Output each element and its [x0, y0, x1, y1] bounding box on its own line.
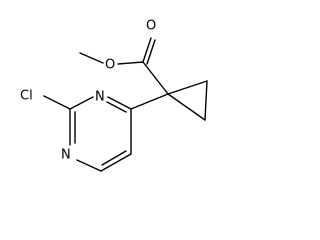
bond-carbonyl-cyclopropyl [142, 61, 169, 95]
bond-c6-c5-inner [101, 150, 127, 166]
chemical-structure: O O Cl N N [20, 19, 208, 172]
chlorine-label: Cl [20, 89, 33, 104]
bond-n3-c2 [69, 96, 94, 110]
carbonyl-oxygen-label: O [146, 19, 156, 34]
bond-cyclopropyl-pyrimidine [130, 93, 169, 110]
bond-cyclopropyl-3 [167, 93, 206, 121]
bond-n1-c6 [76, 159, 102, 172]
bond-c4-n3-inner [106, 101, 127, 113]
bond-carbonyl-double-1 [142, 37, 152, 63]
ester-oxygen-label: O [105, 58, 115, 73]
bond-methyl-oxygen [79, 52, 104, 64]
ring-nitrogen-top-label: N [95, 90, 105, 105]
bond-carbonyl-double-2 [146, 39, 156, 65]
bond-c2-chlorine [43, 95, 71, 110]
bond-cyclopropyl-1 [167, 80, 208, 95]
bond-c4-n3-outer [107, 96, 132, 110]
ring-nitrogen-bottom-label: N [61, 148, 71, 163]
bond-c6-c5-outer [100, 153, 132, 172]
bond-cyclopropyl-2 [204, 80, 208, 121]
bond-oxygen-carbonyl [117, 61, 144, 65]
